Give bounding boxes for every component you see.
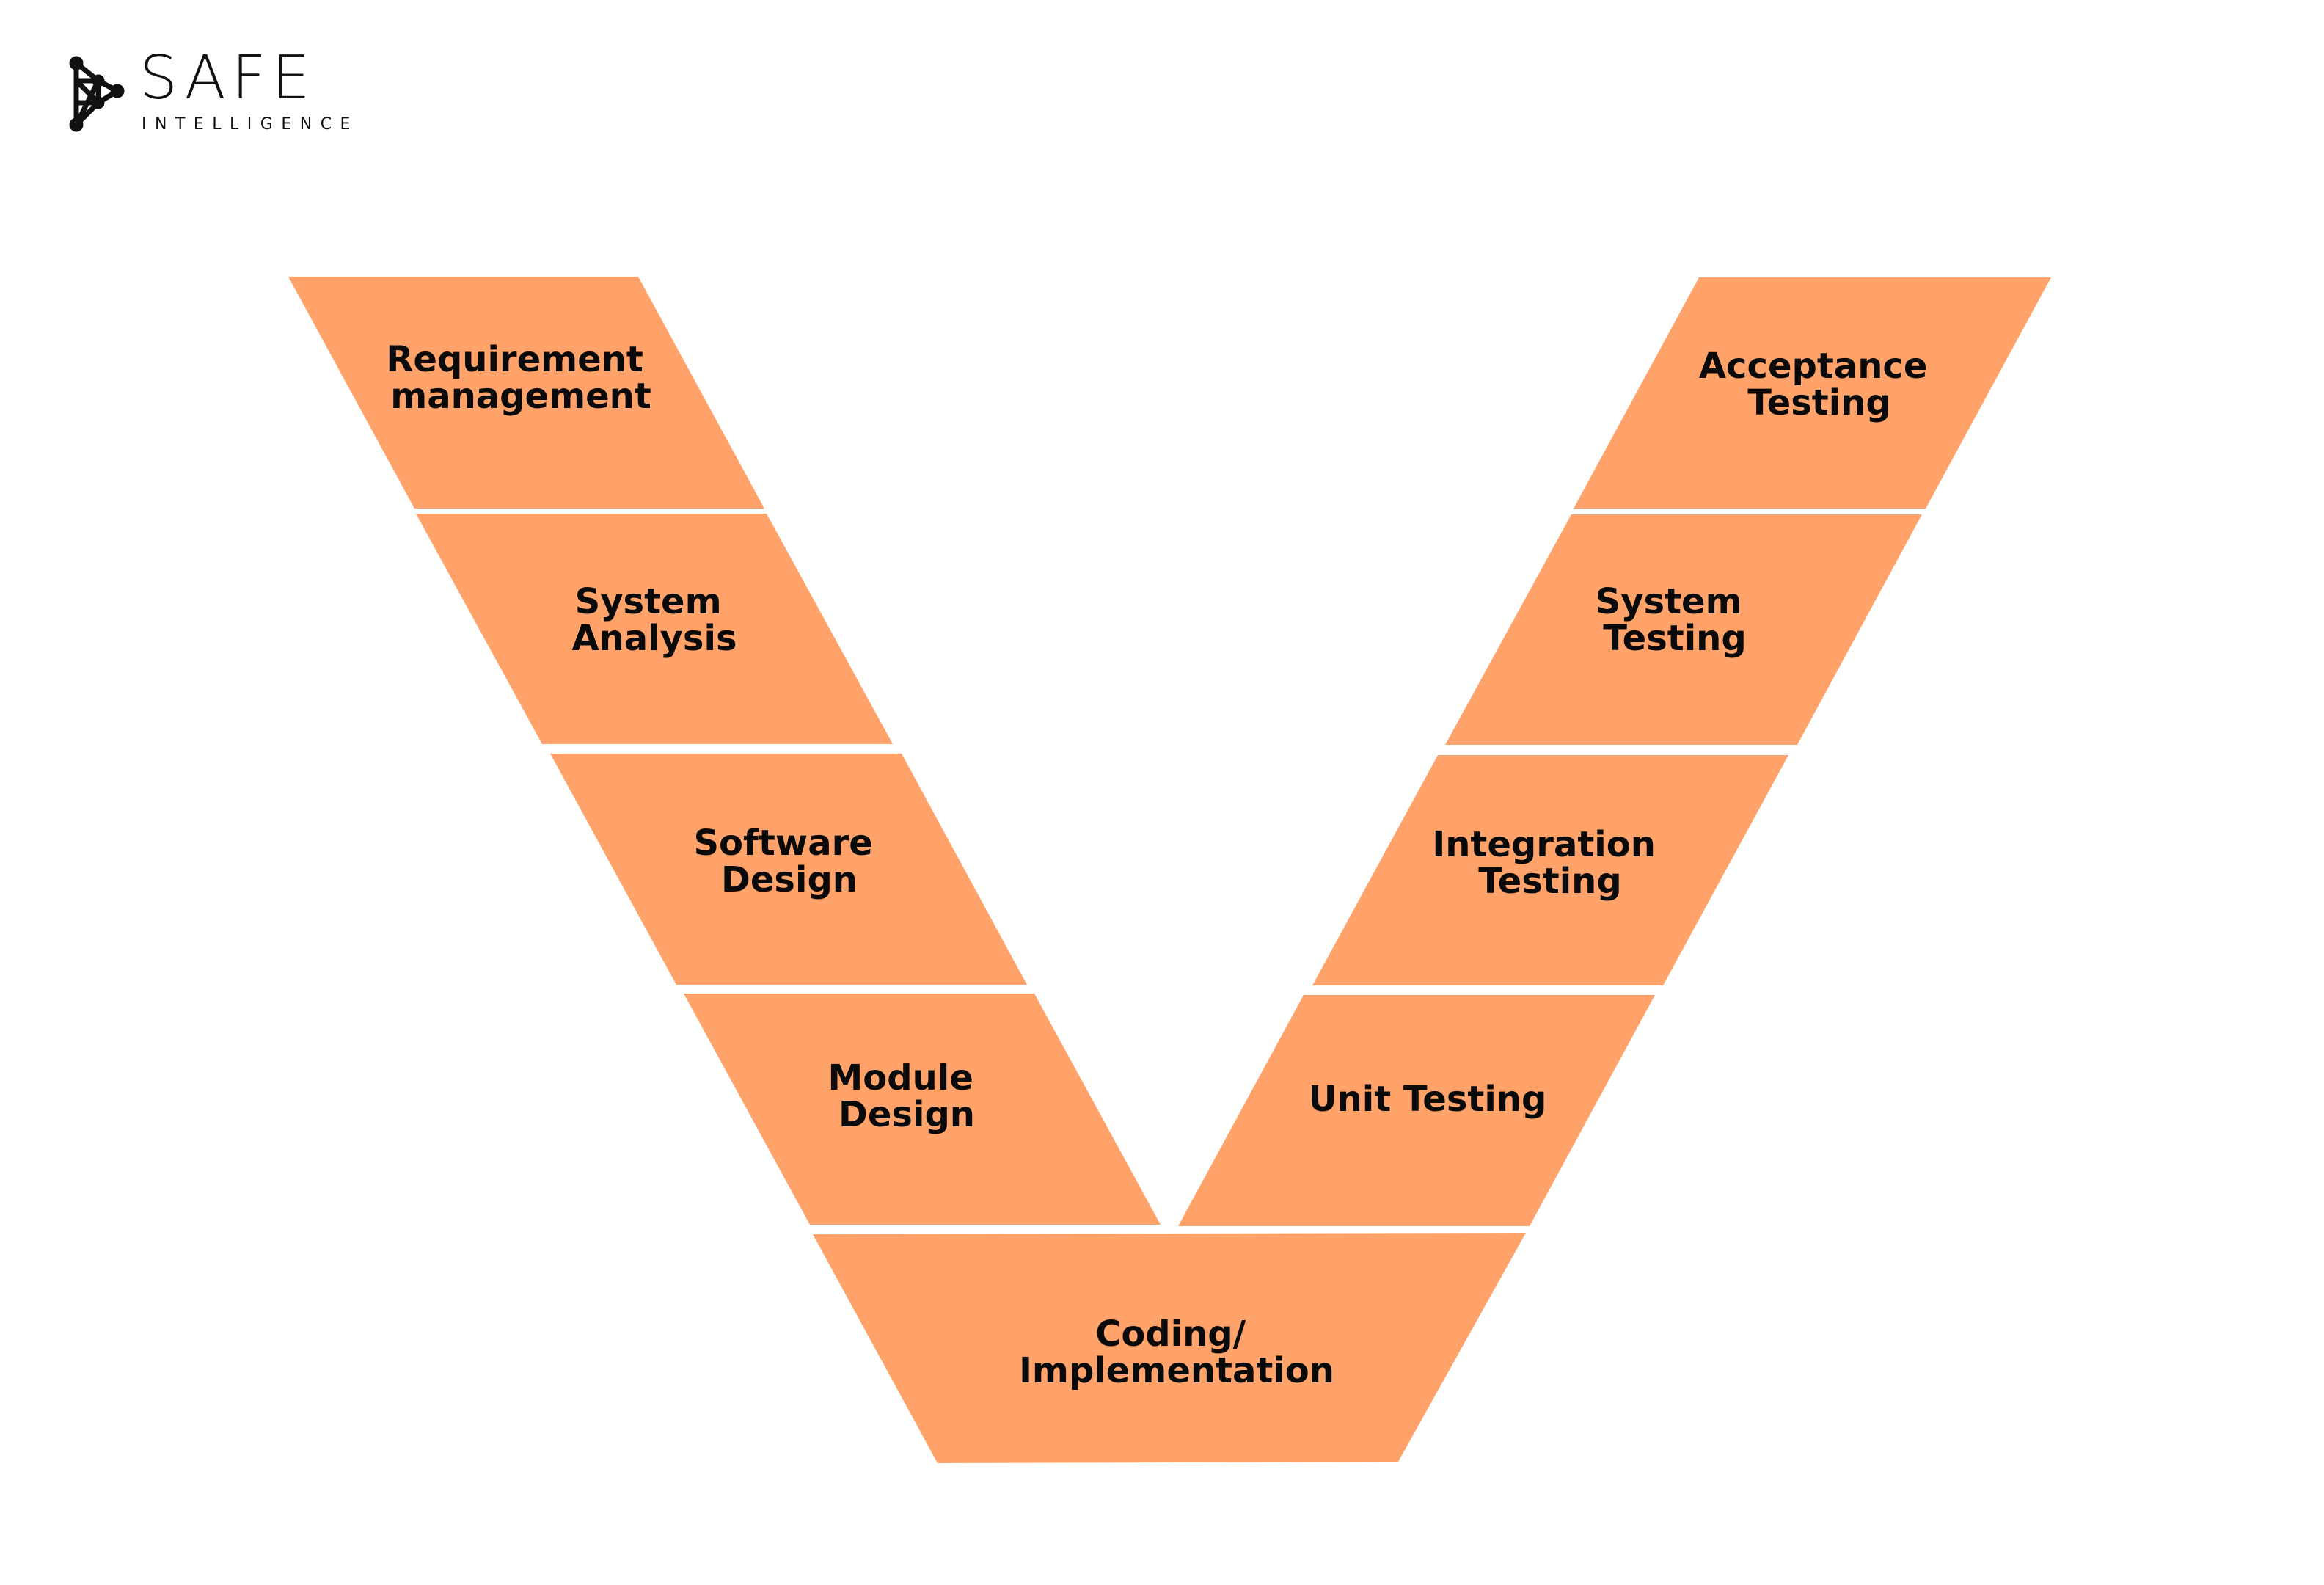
stage-system-testing: System Testing xyxy=(1445,514,1922,745)
stage-requirement-management: Requirement management xyxy=(288,277,764,509)
stage-unit-testing: Unit Testing xyxy=(1178,995,1655,1226)
svg-text:System Analysis: System Analysis xyxy=(571,581,737,659)
stage-label-line: Analysis xyxy=(571,618,737,659)
stage-label-line: Testing xyxy=(1478,861,1621,902)
safe-intelligence-logo: SAFE INTELLIGENCE xyxy=(69,43,359,134)
stage-module-design: Module Design xyxy=(684,994,1161,1225)
stage-integration-testing: Integration Testing xyxy=(1312,755,1788,985)
stage-label-line: Requirement xyxy=(386,339,643,380)
logo-tagline: INTELLIGENCE xyxy=(142,115,359,134)
svg-text:Integration Testing: Integration Testing xyxy=(1432,824,1667,902)
stage-label-line: Implementation xyxy=(1019,1350,1334,1391)
stage-label-line: Acceptance xyxy=(1699,346,1927,387)
svg-text:Module Design: Module Design xyxy=(828,1057,986,1135)
stage-label-line: Testing xyxy=(1603,618,1746,659)
stage-label-line: Testing xyxy=(1747,382,1890,423)
stage-label-line: System xyxy=(1596,581,1742,622)
svg-text:System Testing: System Testing xyxy=(1596,581,1755,659)
stage-label-line: Software xyxy=(693,823,872,864)
stage-coding-implementation: Coding/ Implementation xyxy=(813,1233,1526,1463)
stage-label-line: Design xyxy=(721,859,858,900)
svg-text:Unit Testing: Unit Testing xyxy=(1309,1079,1547,1120)
svg-text:Coding/ Implementation: Coding/ Implementation xyxy=(1019,1313,1334,1391)
stage-label-line: System xyxy=(575,581,722,622)
logo-wordmark: SAFE xyxy=(139,43,316,113)
stage-label-line: Module xyxy=(828,1057,973,1098)
svg-text:Requirement management: Requirement management xyxy=(386,339,655,417)
svg-text:Acceptance Testing: Acceptance Testing xyxy=(1699,346,1940,423)
stage-label-line: management xyxy=(390,376,651,417)
stage-label-line: Design xyxy=(838,1094,975,1135)
svg-text:Software Design: Software Design xyxy=(693,823,885,900)
stage-label-line: Integration xyxy=(1432,824,1656,865)
stage-system-analysis: System Analysis xyxy=(416,514,893,744)
stage-acceptance-testing: Acceptance Testing xyxy=(1574,277,2051,509)
stage-software-design: Software Design xyxy=(550,754,1027,985)
stage-label-line: Coding/ xyxy=(1095,1313,1246,1355)
stage-label-line: Unit Testing xyxy=(1309,1079,1547,1120)
network-nodes-icon xyxy=(69,56,125,132)
